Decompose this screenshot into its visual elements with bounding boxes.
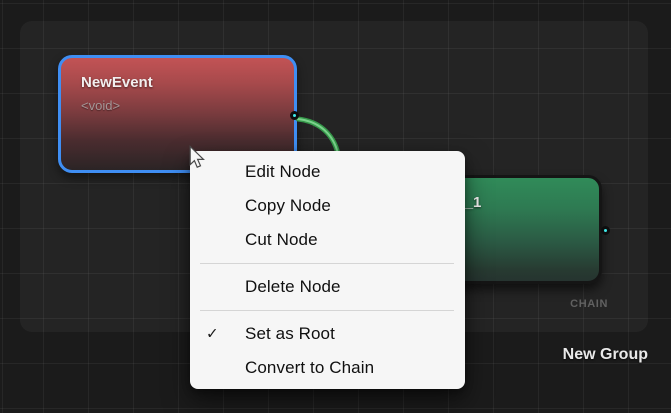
checkmark-icon: ✓ — [206, 325, 219, 343]
menu-item-copy-node[interactable]: Copy Node — [190, 189, 465, 223]
node-event-title: NewEvent — [81, 74, 153, 91]
menu-item-cut-node[interactable]: Cut Node — [190, 223, 465, 257]
menu-item-label: Copy Node — [245, 196, 331, 215]
menu-item-label: Set as Root — [245, 324, 335, 343]
node-event-output-port[interactable] — [290, 111, 299, 120]
group-label: New Group — [562, 346, 648, 363]
menu-separator — [200, 310, 454, 311]
menu-item-delete-node[interactable]: Delete Node — [190, 270, 465, 304]
chain-badge: CHAIN — [570, 298, 608, 310]
menu-separator — [200, 263, 454, 264]
menu-item-convert-to-chain[interactable]: Convert to Chain — [190, 351, 465, 385]
menu-item-label: Convert to Chain — [245, 358, 375, 377]
node-event-subtitle: <void> — [81, 98, 121, 113]
menu-item-label: Delete Node — [245, 277, 341, 296]
menu-item-label: Edit Node — [245, 162, 321, 181]
menu-item-set-as-root[interactable]: ✓ Set as Root — [190, 317, 465, 351]
node-event1-output-port[interactable] — [601, 226, 610, 235]
menu-item-edit-node[interactable]: Edit Node — [190, 155, 465, 189]
menu-item-label: Cut Node — [245, 230, 318, 249]
